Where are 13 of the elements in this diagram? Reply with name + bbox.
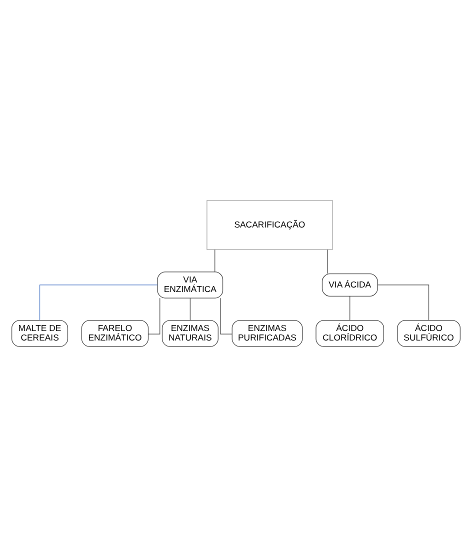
connector [377, 284, 430, 320]
connector [214, 248, 216, 272]
connector [39, 284, 158, 320]
node-box: SACARIFICAÇÃO [206, 200, 333, 250]
node-box: ÁCIDO SULFÚRICO [397, 320, 460, 346]
node-box: ENZIMAS PURIFICADAS [232, 320, 303, 346]
node-box: ÁCIDO CLORÍDRICO [316, 320, 384, 346]
connector [327, 248, 328, 274]
node-box: VIA ÁCIDA [322, 273, 378, 296]
node-box: ENZIMAS NATURAIS [162, 320, 218, 346]
node-box: MALTE DE CEREAIS [12, 320, 68, 346]
node-box: FARELO ENZIMÁTICO [81, 320, 149, 346]
node-box: VIA ENZIMÁTICA [157, 271, 224, 298]
